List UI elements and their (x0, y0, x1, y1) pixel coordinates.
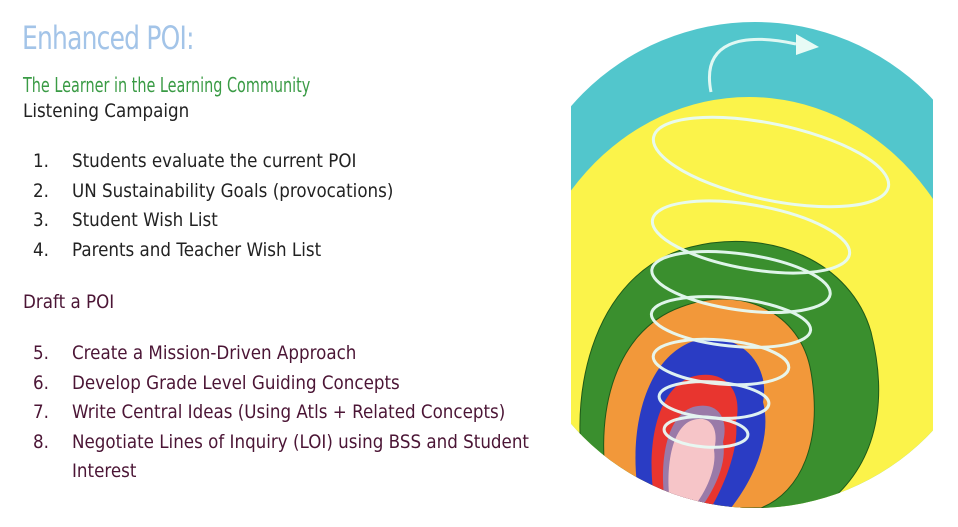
item-number: 4. (33, 238, 49, 261)
item-text: Student Wish List (72, 209, 218, 231)
item-text: Negotiate Lines of Inquiry (LOI) using B… (72, 430, 529, 453)
item-text: Create a Mission-Driven Approach (72, 342, 357, 364)
section-heading-listening: Listening Campaign (23, 100, 190, 122)
spiral-head-illustration (571, 22, 933, 508)
item-number: 6. (33, 371, 49, 394)
item-number: 8. (33, 430, 49, 453)
item-number: 5. (33, 342, 49, 364)
item-text: Write Central Ideas (Using Atls + Relate… (72, 401, 506, 423)
section-heading-draft: Draft a POI (23, 291, 115, 313)
item-number: 3. (33, 209, 49, 231)
slide-title: Enhanced POI: (22, 19, 194, 57)
item-number: 1. (33, 150, 49, 172)
item-text-continued: Interest (72, 460, 137, 482)
item-text: Develop Grade Level Guiding Concepts (72, 371, 400, 394)
item-number: 2. (33, 179, 49, 202)
item-text: Students evaluate the current POI (72, 150, 357, 172)
item-text: UN Sustainability Goals (provocations) (72, 179, 394, 202)
item-text: Parents and Teacher Wish List (72, 238, 322, 261)
item-number: 7. (33, 401, 49, 423)
spiral-head-icon (571, 22, 933, 508)
slide-subtitle: The Learner in the Learning Community (23, 73, 311, 97)
